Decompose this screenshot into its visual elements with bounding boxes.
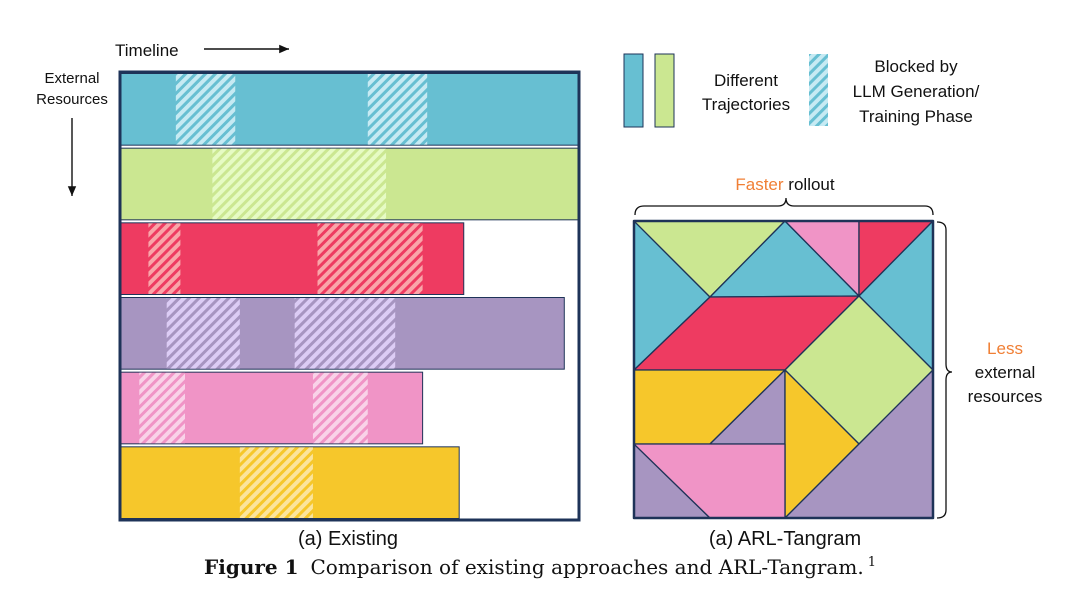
legend-blocked-line2: LLM Generation/ bbox=[853, 82, 980, 101]
figure: Timeline External Resources Different Tr… bbox=[36, 41, 1043, 550]
external-resources-label-line2: Resources bbox=[36, 91, 108, 108]
timeline-label: Timeline bbox=[115, 41, 179, 60]
footnote-marker: 1 bbox=[867, 555, 876, 571]
legend-blocked-line3: Training Phase bbox=[859, 107, 973, 126]
existing-panel bbox=[118, 70, 581, 522]
less-line2: external bbox=[975, 363, 1035, 382]
external-resources-label-line1: External bbox=[44, 70, 99, 87]
blocked-segment-4-2 bbox=[294, 298, 396, 369]
legend: Different Trajectories Blocked by LLM Ge… bbox=[623, 53, 980, 128]
blocked-segment-5-1 bbox=[139, 372, 185, 444]
legend-swatch-blue bbox=[623, 53, 644, 128]
legend-trajectories-line2: Trajectories bbox=[702, 95, 790, 114]
figure-label: Figure 1 bbox=[204, 555, 299, 579]
blocked-segment-1-1 bbox=[175, 74, 236, 145]
figure-caption-text: Comparison of existing approaches and AR… bbox=[310, 555, 864, 579]
blocked-segment-5-2 bbox=[312, 372, 368, 444]
blocked-segment-4-1 bbox=[166, 298, 240, 369]
faster-rollout-brace bbox=[634, 197, 934, 216]
blocked-segment-2-1 bbox=[212, 148, 387, 220]
legend-trajectories-line1: Different bbox=[714, 71, 778, 90]
legend-swatch-blocked bbox=[809, 54, 828, 126]
less-line3: resources bbox=[968, 387, 1043, 406]
tangram-frame bbox=[632, 219, 935, 520]
legend-blocked-line1: Blocked by bbox=[874, 57, 958, 76]
faster-rest: rollout bbox=[788, 175, 835, 194]
subcaption-tangram: (a) ARL-Tangram bbox=[709, 528, 861, 550]
existing-frame bbox=[118, 70, 581, 522]
faster-highlight: Faster bbox=[735, 175, 784, 194]
figure-caption: Figure 1 Comparison of existing approache… bbox=[0, 555, 1080, 579]
blocked-segment-1-2 bbox=[367, 74, 428, 145]
faster-rollout-label: Faster rollout bbox=[735, 175, 835, 194]
less-resources-brace bbox=[936, 221, 953, 519]
blocked-segment-6-1 bbox=[239, 447, 313, 518]
tangram-panel bbox=[632, 219, 935, 520]
blocked-segment-3-1 bbox=[148, 223, 181, 294]
subcaption-existing: (a) Existing bbox=[298, 528, 398, 550]
blocked-segment-3-2 bbox=[317, 223, 423, 294]
legend-swatch-green bbox=[654, 53, 675, 128]
less-highlight: Less bbox=[987, 339, 1023, 358]
